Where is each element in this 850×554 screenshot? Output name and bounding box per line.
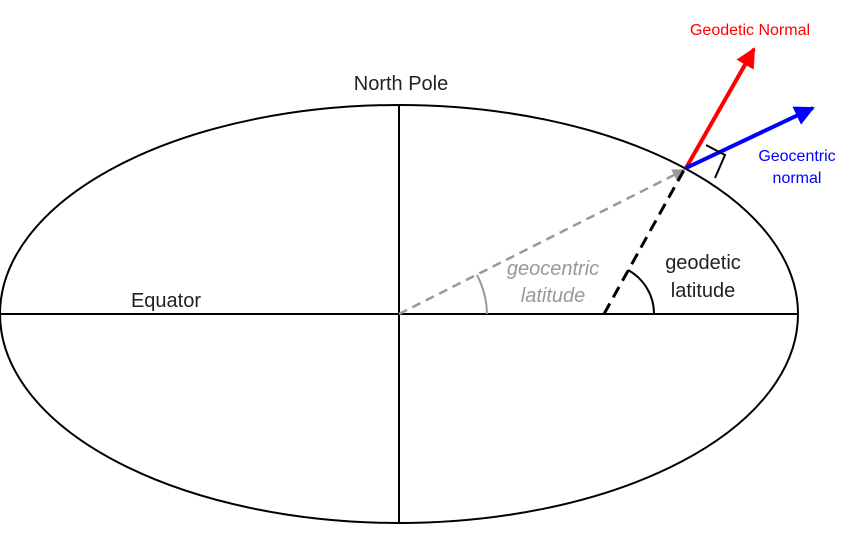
geodetic-normal-label: Geodetic Normal	[690, 22, 810, 39]
north-pole-label: North Pole	[354, 73, 449, 95]
geocentric-normal-label-line1: Geocentric	[758, 148, 835, 165]
geocentric-normal-arrow	[685, 106, 815, 170]
geocentric-normal-label-line2: normal	[773, 170, 822, 187]
geodetic-normal-arrow	[684, 47, 756, 169]
geocentric-latitude-arc	[476, 274, 488, 315]
geocentric-latitude-label-line2: latitude	[521, 285, 586, 307]
right-angle-marker-icon	[705, 144, 727, 179]
geodetic-latitude-label-line1: geodetic	[665, 252, 741, 274]
geodetic-normal-dashed-line	[602, 169, 686, 315]
equator-label: Equator	[131, 290, 201, 312]
geocentric-latitude-label-line1: geocentric	[507, 258, 599, 280]
geocentric-latitude-ray	[398, 168, 686, 316]
geodetic-latitude-label-line2: latitude	[671, 280, 736, 302]
geodetic-latitude-arc	[627, 269, 656, 315]
